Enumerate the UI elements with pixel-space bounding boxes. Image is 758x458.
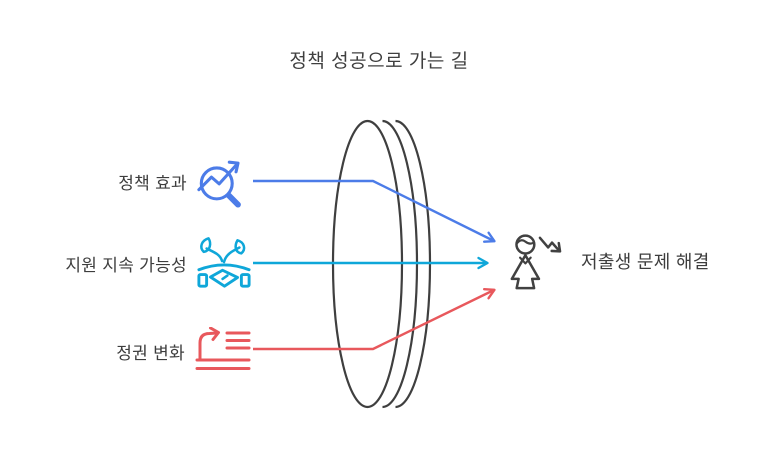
outcome-label: 저출생 문제 해결	[581, 252, 710, 272]
outcome-group: 저출생 문제 해결	[507, 230, 710, 292]
arrow-regime-change	[253, 288, 496, 351]
input-label-policy-effect: 정책 효과	[118, 173, 187, 193]
list-change-arrow-icon	[194, 327, 252, 375]
input-row-regime-change: 정권 변화	[116, 322, 252, 380]
input-row-policy-effect: 정책 효과	[118, 152, 252, 210]
chart-growth-magnifier-icon	[196, 152, 252, 210]
diagram-title: 정책 성공으로 가는 길	[289, 51, 469, 72]
input-label-support-sustainability: 지원 지속 가능성	[65, 255, 187, 275]
arrow-policy-effect	[253, 179, 496, 243]
handshake-sprout-icon	[196, 234, 252, 292]
input-row-support-sustainability: 지원 지속 가능성	[65, 234, 252, 292]
input-label-regime-change: 정권 변화	[116, 343, 185, 363]
person-decline-icon	[507, 230, 567, 292]
